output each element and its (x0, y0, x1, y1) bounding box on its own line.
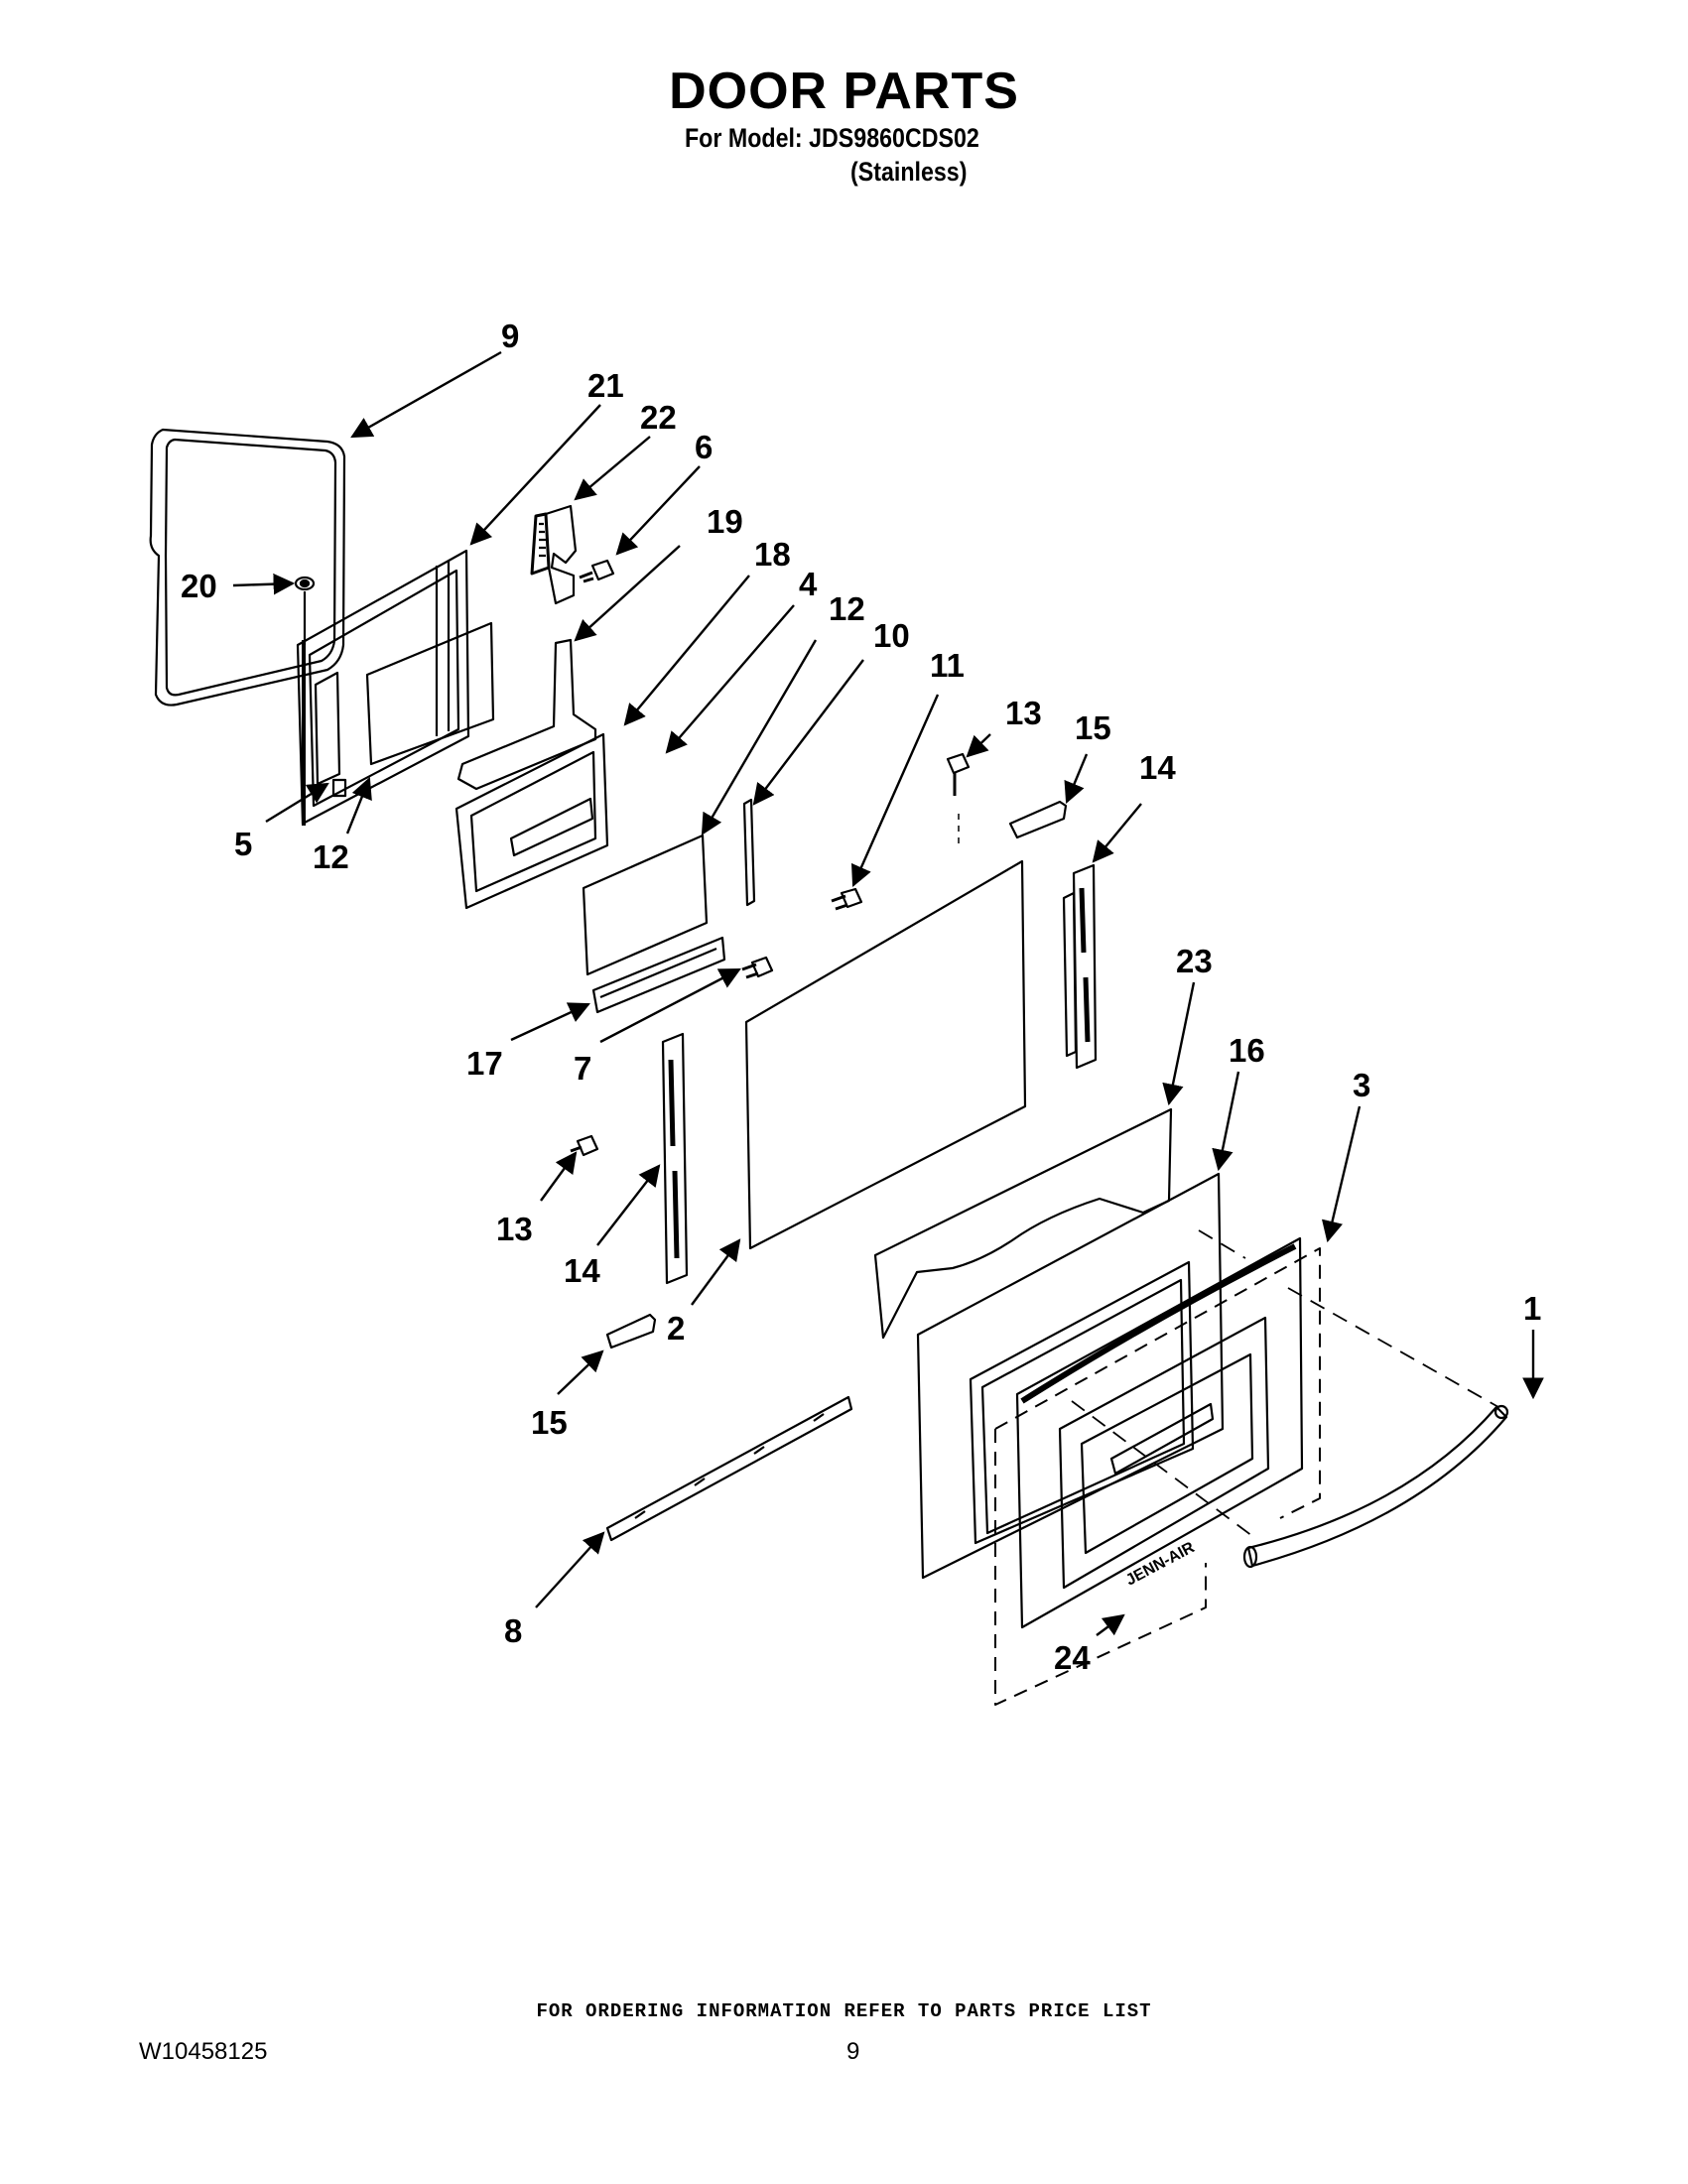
callout-17: 17 (466, 1045, 503, 1082)
page-number: 9 (846, 2038, 860, 2065)
inner-glass-frame-part (454, 732, 609, 910)
callout-11: 11 (930, 647, 965, 684)
screw-13-left-part (570, 1134, 599, 1157)
door-panel-assembly-part (994, 1236, 1321, 1706)
inner-door-frame-part (296, 549, 470, 826)
callout-9: 9 (501, 318, 519, 354)
clip-5-part (331, 778, 347, 798)
model-variant: (Stainless) (850, 157, 968, 187)
door-gasket-part (149, 428, 346, 707)
bracket-15-left-part (605, 1313, 657, 1349)
insulation-panel-left-part (365, 621, 495, 766)
callout-5: 5 (234, 826, 252, 862)
main-glass-panel-part (744, 859, 1027, 1250)
callout-19: 19 (707, 503, 743, 540)
callout-arrows (232, 350, 1544, 1636)
callout-1: 1 (1523, 1290, 1541, 1327)
callout-12-top: 12 (829, 590, 865, 627)
assembly-guide-lines (1071, 1229, 1499, 1537)
ordering-note: FOR ORDERING INFORMATION REFER TO PARTS … (536, 2000, 1152, 2022)
callout-13-right: 13 (1005, 695, 1042, 731)
side-channel-14-left-part (661, 1032, 689, 1285)
callout-10: 10 (873, 617, 910, 654)
screw-13-right-part (946, 752, 971, 845)
fastener-20-part (294, 576, 316, 645)
door-handle-part (1242, 1404, 1509, 1569)
callout-3: 3 (1353, 1067, 1370, 1103)
callout-13-left: 13 (496, 1211, 533, 1247)
insulation-blanket-part (873, 1107, 1173, 1340)
callout-2: 2 (667, 1310, 685, 1347)
callout-12-left: 12 (313, 838, 349, 875)
screw-6-part (579, 559, 615, 583)
callout-labels: 9 21 22 6 19 18 4 12 10 11 13 15 14 20 5… (181, 318, 1541, 1676)
model-line: For Model: JDS9860CDS02 (685, 123, 979, 153)
callout-15-left: 15 (531, 1404, 568, 1441)
page-title: DOOR PARTS (669, 63, 1019, 120)
callout-18: 18 (754, 536, 791, 573)
vent-trim-part (605, 1395, 853, 1542)
callout-14-right: 14 (1139, 749, 1176, 786)
glass-retainer-part (591, 936, 726, 1014)
callout-23: 23 (1176, 943, 1213, 979)
bracket-15-right-part (1008, 800, 1068, 839)
callout-7: 7 (574, 1050, 591, 1087)
door-duct-part (456, 638, 597, 791)
door-outer-frame-part (916, 1172, 1225, 1580)
callout-4: 4 (799, 566, 818, 602)
callout-14-left: 14 (564, 1252, 600, 1289)
callout-6: 6 (695, 429, 713, 465)
shoulder-screw-11-part (831, 887, 863, 911)
spacer-10-part (742, 798, 756, 907)
shoulder-screw-7-part (741, 956, 774, 979)
callout-15-right: 15 (1075, 709, 1111, 746)
callout-22: 22 (640, 399, 677, 436)
document-number: W10458125 (139, 2038, 268, 2065)
glass-panel-4-part (582, 834, 709, 976)
callout-21: 21 (587, 367, 624, 404)
callout-24: 24 (1054, 1639, 1091, 1676)
callout-8: 8 (504, 1612, 522, 1649)
side-channel-14-right-part (1062, 863, 1098, 1070)
callout-20: 20 (181, 568, 217, 604)
callout-16: 16 (1229, 1032, 1265, 1069)
hinge-receiver-part (530, 504, 578, 605)
